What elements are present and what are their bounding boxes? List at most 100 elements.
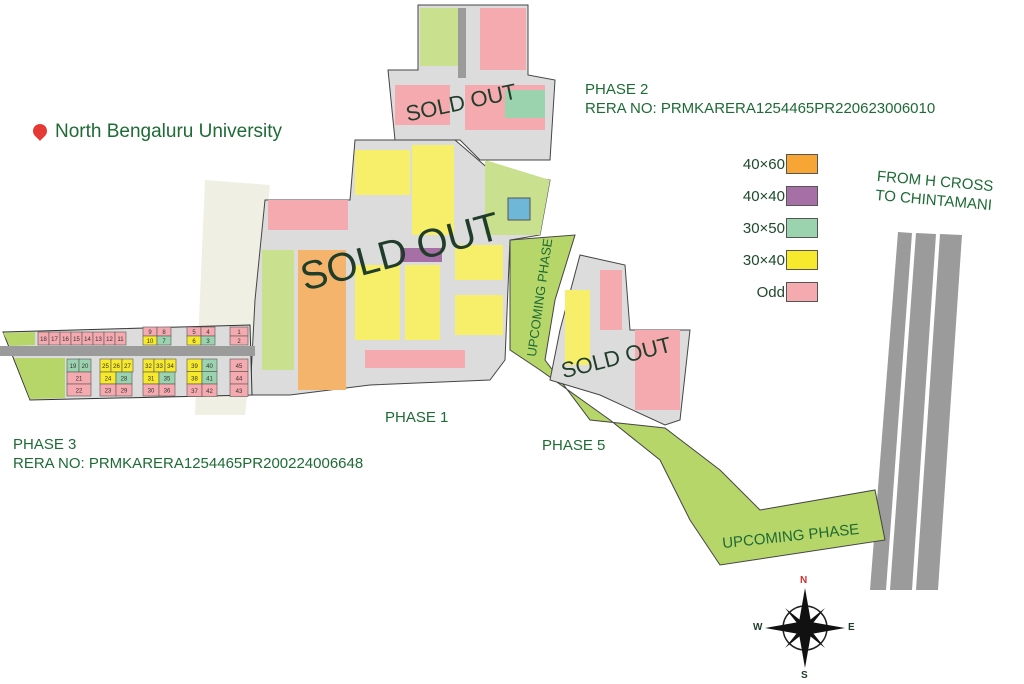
compass-south: S — [801, 670, 808, 681]
plot-number: 41 — [206, 376, 213, 382]
legend-swatch — [786, 186, 818, 206]
plot-11[interactable] — [114, 331, 127, 346]
plot-number: 11 — [117, 337, 124, 343]
legend-swatch — [786, 218, 818, 238]
plot-number: 35 — [164, 377, 171, 383]
phase3-main-road — [0, 346, 255, 356]
legend-label: 40×60 — [742, 155, 785, 173]
compass-rose-icon — [765, 588, 845, 668]
plot-block — [355, 265, 400, 340]
plot-number: 44 — [236, 376, 243, 382]
plot-number: 4 — [206, 330, 210, 336]
plot-2[interactable] — [229, 335, 249, 346]
plot-number: 30 — [148, 389, 155, 395]
plot-number: 13 — [95, 337, 102, 343]
legend-item: 40×60 — [722, 148, 818, 180]
plot-number: 25 — [102, 364, 109, 370]
plot-number: 3 — [206, 339, 210, 345]
legend-label: Odd — [756, 283, 785, 301]
plot-number: 40 — [206, 364, 213, 370]
map-pin-icon — [30, 121, 50, 141]
plot-block — [635, 330, 680, 410]
phase2-area — [387, 4, 556, 161]
legend-swatch — [786, 250, 818, 270]
plot-number: 33 — [156, 364, 163, 370]
plot-36[interactable] — [158, 383, 176, 397]
plot-number: 34 — [167, 364, 174, 370]
plot-number: 43 — [236, 389, 243, 395]
plot-number: 18 — [40, 337, 47, 343]
phase2-label: PHASE 2 RERA NO: PRMKARERA1254465PR22062… — [585, 80, 935, 118]
plot-number: 14 — [84, 337, 91, 343]
plot-number: 1 — [237, 330, 241, 336]
compass-north: N — [800, 575, 808, 586]
plot-number: 27 — [124, 364, 131, 370]
plot-number: 38 — [191, 376, 198, 382]
phase2-title: PHASE 2 — [585, 81, 649, 98]
location-label: North Bengaluru University — [30, 121, 283, 142]
plot-block-40x60 — [298, 250, 346, 390]
plot-block — [395, 85, 450, 125]
park — [14, 358, 65, 399]
plot-block — [505, 90, 545, 118]
phase3-label: PHASE 3 RERA NO: PRMKARERA1254465PR20022… — [13, 435, 363, 473]
plot-number: 32 — [145, 364, 152, 370]
plot-block — [268, 200, 348, 230]
park — [3, 332, 35, 346]
phase3-title: PHASE 3 — [13, 436, 77, 453]
park — [420, 8, 458, 66]
compass-east: E — [848, 622, 855, 633]
plot-block — [355, 150, 410, 195]
legend-label: 30×50 — [742, 219, 785, 237]
phase1-title: PHASE 1 — [385, 409, 449, 426]
plot-number: 28 — [121, 377, 128, 383]
plot-number: 39 — [191, 364, 198, 370]
phase2-rera: RERA NO: PRMKARERA1254465PR220623006010 — [585, 100, 936, 117]
plot-22[interactable] — [66, 383, 92, 397]
plot-block — [565, 290, 590, 365]
plot-number: 6 — [192, 339, 196, 345]
upcoming-phase-area — [509, 234, 886, 566]
park — [262, 250, 294, 370]
plot-number: 22 — [76, 389, 83, 395]
plot-block — [365, 350, 465, 368]
plot-number: 10 — [147, 339, 154, 345]
temple-icon — [507, 197, 531, 221]
plot-42[interactable] — [201, 383, 218, 397]
plot-number: 16 — [62, 337, 69, 343]
plot-number: 45 — [236, 364, 243, 370]
plot-number: 15 — [73, 337, 80, 343]
plot-3[interactable] — [200, 335, 216, 346]
plot-number: 21 — [76, 377, 83, 383]
phase5-title: PHASE 5 — [542, 437, 606, 454]
legend-swatch — [786, 154, 818, 174]
plot-number: 17 — [51, 337, 58, 343]
legend-item: 30×40 — [722, 244, 818, 276]
plot-block — [455, 245, 503, 280]
plot-number: 29 — [121, 389, 128, 395]
location-name: North Bengaluru University — [55, 121, 283, 142]
plot-number: 26 — [113, 364, 120, 370]
compass-west: W — [753, 622, 763, 633]
plot-number: 2 — [237, 339, 241, 345]
legend-item: 30×50 — [722, 212, 818, 244]
legend-item: 40×40 — [722, 180, 818, 212]
plot-number: 20 — [82, 364, 89, 370]
plot-43[interactable] — [229, 383, 249, 397]
plot-block — [480, 8, 526, 70]
plot-7[interactable] — [156, 335, 172, 346]
legend-label: 30×40 — [742, 251, 785, 269]
phase3-rera: RERA NO: PRMKARERA1254465PR200224006648 — [13, 455, 364, 472]
road — [458, 8, 466, 78]
plot-29[interactable] — [115, 383, 133, 397]
plot-number: 8 — [162, 330, 166, 336]
plot-number: 31 — [148, 377, 155, 383]
plot-size-legend: 40×60 40×40 30×50 30×40 Odd — [722, 148, 818, 308]
plot-block-40x40 — [400, 248, 442, 262]
legend-item: Odd — [722, 276, 818, 308]
plot-number: 12 — [106, 337, 113, 343]
plot-number: 23 — [105, 389, 112, 395]
plot-block — [405, 265, 440, 340]
